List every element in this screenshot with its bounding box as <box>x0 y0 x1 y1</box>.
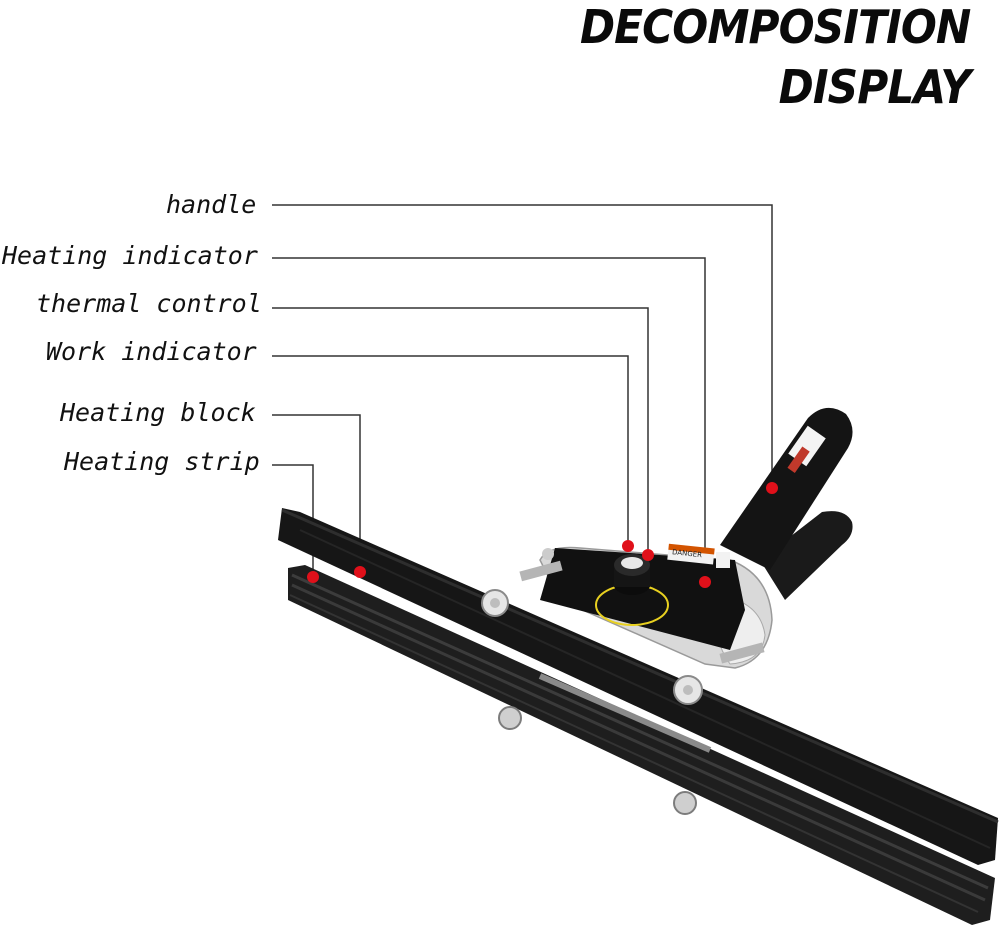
label-heating-strip: Heating strip <box>64 447 260 476</box>
thermal-knob <box>614 554 650 595</box>
leader-heating-block <box>272 414 361 570</box>
danger-text: DANGER <box>672 548 703 559</box>
upper-handle <box>720 407 853 570</box>
leader-heating-indicator <box>272 257 706 582</box>
marker-work-indicator <box>622 540 634 552</box>
handle-warning <box>787 446 810 473</box>
lower-jaw <box>288 565 995 925</box>
label-heating-indicator: Heating indicator <box>2 241 258 270</box>
title-line-2: DISPLAY <box>778 60 971 114</box>
label-work-indicator: Work indicator <box>46 337 257 366</box>
title-line-1: DECOMPOSITION <box>579 0 971 54</box>
leader-handle <box>272 204 773 488</box>
marker-thermal-control <box>642 549 654 561</box>
marker-heating-block <box>354 566 366 578</box>
leader-work-indicator <box>272 355 629 546</box>
marker-handle <box>766 482 778 494</box>
label-handle: handle <box>166 190 257 219</box>
bolts <box>481 548 765 815</box>
marker-heating-indicator <box>699 576 711 588</box>
leader-thermal-control <box>272 307 649 555</box>
label-heating-block: Heating block <box>60 398 256 427</box>
label-thermal-control: thermal control <box>36 289 262 318</box>
heat-symbol <box>716 552 730 568</box>
marker-heating-strip <box>307 571 319 583</box>
handle-assembly <box>720 407 853 600</box>
leader-lines <box>272 204 773 582</box>
upper-jaw <box>278 508 999 865</box>
control-panel: DANGER <box>540 543 745 650</box>
lower-handle <box>760 511 853 600</box>
red-markers <box>307 482 778 588</box>
